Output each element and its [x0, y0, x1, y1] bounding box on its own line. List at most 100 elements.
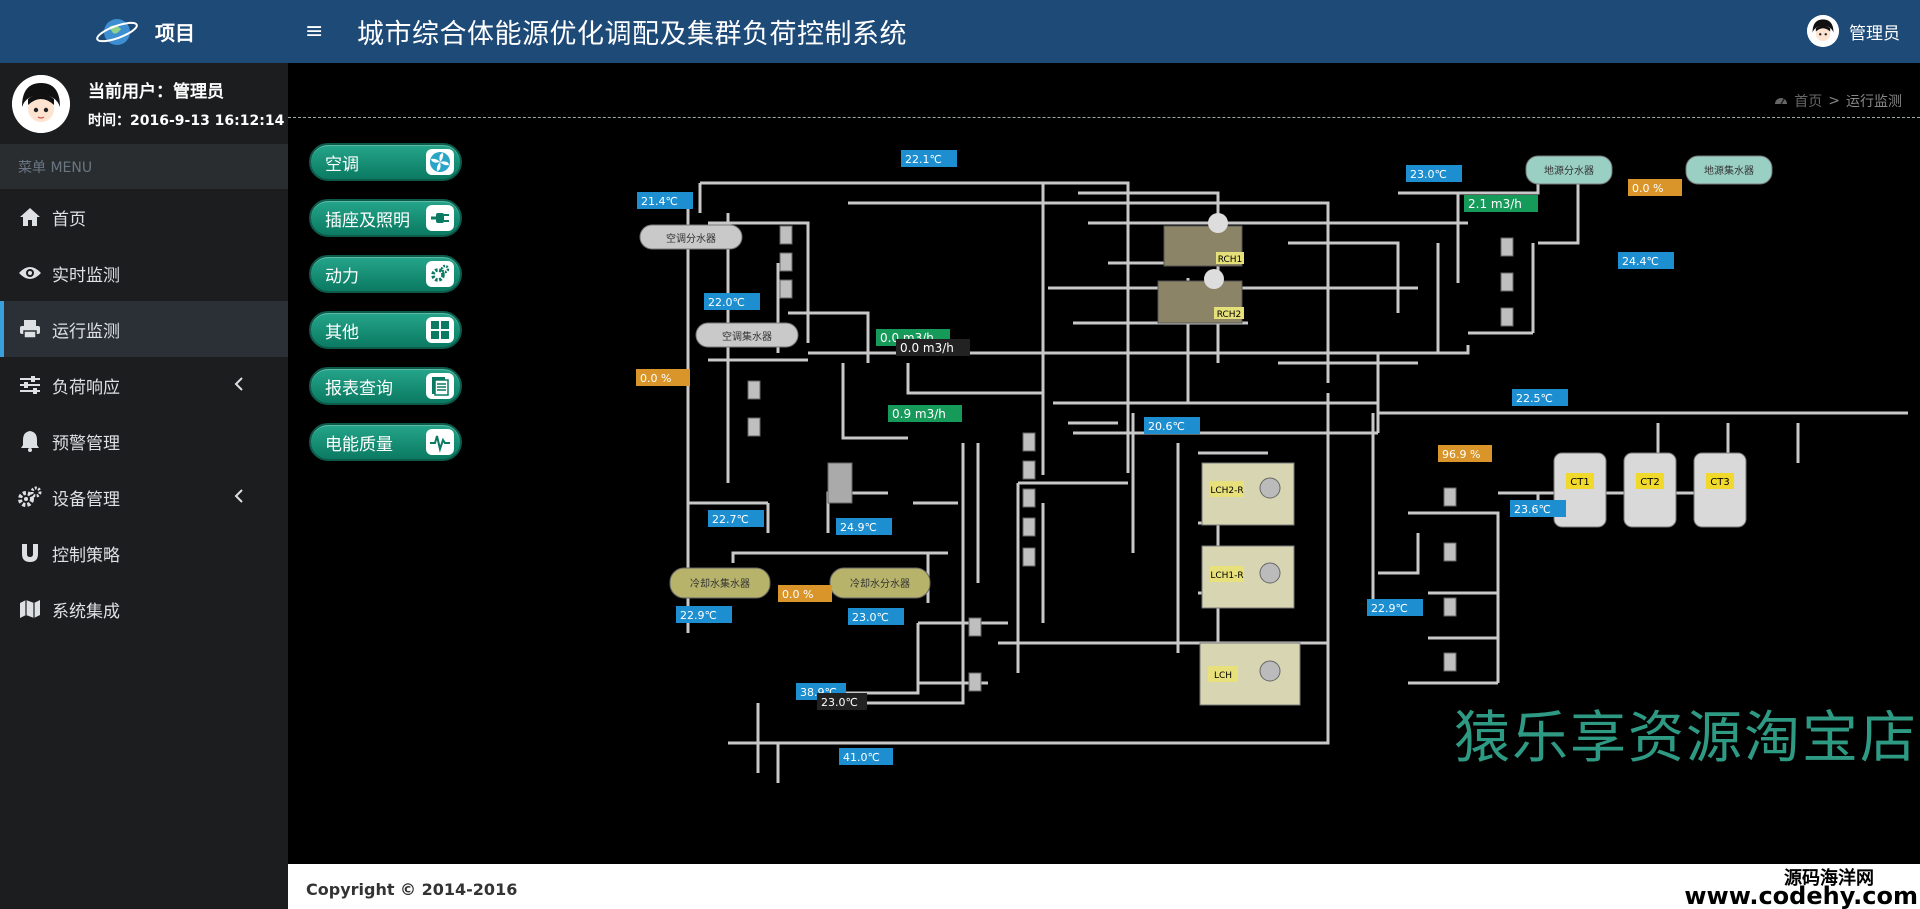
- brand-name[interactable]: 项目: [155, 21, 195, 45]
- sidebar-item-label: 预警管理: [52, 433, 120, 454]
- temp-tag: 22.7℃: [712, 513, 749, 526]
- menu-header: 菜单 MENU: [0, 144, 288, 189]
- other-button[interactable]: 其他: [309, 311, 462, 349]
- device-label: LCH: [1214, 671, 1232, 681]
- temp-tag: 24.9℃: [840, 521, 877, 534]
- temp-tag: 23.0℃: [1410, 168, 1447, 181]
- chiller-lch2-r[interactable]: LCH2-R: [1201, 462, 1295, 526]
- cooling-tower-ct2[interactable]: CT2: [1623, 452, 1677, 528]
- device-label: RCH1: [1218, 255, 1243, 265]
- button-label: 电能质量: [325, 434, 393, 455]
- percent-tags: 0.0 % 0.0 % 0.0 % 96.9 %: [636, 179, 1682, 602]
- current-time-label: 时间：2016-9-13 16:12:14: [88, 113, 285, 129]
- cooling-tower-ct3[interactable]: CT3: [1693, 452, 1747, 528]
- chiller-lch1-r[interactable]: LCH1-R: [1201, 545, 1295, 609]
- store-watermark: 猿乐享资源淘宝店: [1454, 706, 1918, 771]
- temp-tag: 22.9℃: [1371, 602, 1408, 615]
- device-label: CT2: [1640, 477, 1659, 488]
- report-query-button[interactable]: 报表查询: [309, 367, 462, 405]
- globe-logo-icon: [93, 14, 141, 50]
- copyright-text: Copyright © 2014-2016: [306, 880, 518, 899]
- map-icon: [18, 597, 42, 621]
- device-label: 空调集水器: [722, 330, 772, 343]
- diagram-devices: 空调分水器 空调集水器 冷却水集水器 冷却水分水器 地源分水器 地源集水器: [639, 155, 1773, 706]
- chevron-left-icon: [234, 488, 244, 508]
- sidebar-item-label: 运行监测: [52, 321, 120, 342]
- sidebar-item-realtime[interactable]: 实时监测: [0, 245, 288, 301]
- printer-icon: [18, 317, 42, 341]
- plug-icon: [426, 205, 454, 231]
- sidebar-item-device[interactable]: 设备管理: [0, 469, 288, 525]
- site-watermark-url: www.codehy.com: [1684, 882, 1918, 909]
- temp-tag: 22.9℃: [680, 609, 717, 622]
- sidebar-item-alarm[interactable]: 预警管理: [0, 413, 288, 469]
- main-content: 空调分水器 空调集水器 冷却水集水器 冷却水分水器 地源分水器 地源集水器: [288, 63, 1920, 864]
- user-menu[interactable]: 管理员: [1807, 15, 1900, 47]
- temp-tag: 23.0℃: [852, 611, 889, 624]
- sidebar: 项目 当前用户：管理员 时间：2016-9-13 16:12:14 菜单 MEN…: [0, 0, 288, 909]
- breadcrumb: 首页 > 运行监测: [1774, 91, 1902, 111]
- ac-collector-tank[interactable]: 空调集水器: [695, 322, 799, 348]
- ground-collector-tank[interactable]: 地源集水器: [1685, 155, 1773, 185]
- sidebar-item-label: 控制策略: [52, 545, 120, 566]
- top-bar: ≡ 城市综合体能源优化调配及集群负荷控制系统 管理员: [288, 0, 1920, 63]
- button-label: 空调: [325, 154, 359, 175]
- avatar: [1807, 15, 1839, 47]
- device-label: LCH1-R: [1210, 571, 1243, 581]
- dashed-divider: [288, 117, 1920, 118]
- menu-toggle-icon[interactable]: ≡: [305, 19, 324, 44]
- temp-tag: 23.6℃: [1514, 503, 1551, 516]
- fan-icon: [426, 149, 454, 175]
- sidebar-item-operation[interactable]: 运行监测: [0, 301, 288, 357]
- socket-lighting-button[interactable]: 插座及照明: [309, 199, 462, 237]
- dashboard-icon: [1774, 93, 1788, 109]
- sidebar-item-load-response[interactable]: 负荷响应: [0, 357, 288, 413]
- sidebar-item-label: 实时监测: [52, 265, 120, 286]
- sidebar-item-home[interactable]: 首页: [0, 189, 288, 245]
- button-label: 插座及照明: [325, 210, 410, 231]
- sidebar-item-integration[interactable]: 系统集成: [0, 581, 288, 637]
- button-label: 报表查询: [325, 378, 393, 399]
- gear-icon: [426, 261, 454, 287]
- magnet-icon: [18, 541, 42, 565]
- device-label: 地源集水器: [1704, 164, 1754, 177]
- cooling-collector-tank[interactable]: 冷却水集水器: [669, 567, 771, 599]
- breadcrumb-current: 运行监测: [1846, 94, 1902, 110]
- percent-tag: 0.0 %: [1632, 182, 1663, 195]
- footer: Copyright © 2014-2016 源码海洋网 www.codehy.c…: [288, 864, 1920, 909]
- page-title: 城市综合体能源优化调配及集群负荷控制系统: [357, 19, 907, 50]
- power-quality-button[interactable]: 电能质量: [309, 423, 462, 461]
- cooling-distributor-tank[interactable]: 冷却水分水器: [829, 567, 931, 599]
- chiller-lch[interactable]: LCH: [1199, 642, 1301, 706]
- chevron-left-icon: [234, 376, 244, 396]
- air-conditioning-button[interactable]: 空调: [309, 143, 462, 181]
- power-button[interactable]: 动力: [309, 255, 462, 293]
- avatar[interactable]: [12, 74, 70, 133]
- gears-icon: [18, 485, 42, 509]
- device-label: 地源分水器: [1544, 164, 1594, 177]
- ground-distributor-tank[interactable]: 地源分水器: [1525, 155, 1613, 185]
- chiller-rch2[interactable]: RCH2: [1157, 269, 1244, 324]
- current-user-label: 当前用户：管理员: [88, 82, 224, 102]
- temp-tag: 22.5℃: [1516, 392, 1553, 405]
- chiller-rch1[interactable]: RCH1: [1163, 213, 1244, 267]
- flow-tag: 0.9 m3/h: [892, 407, 946, 421]
- flow-tags: 2.1 m3/h 0.0 m3/h 0.0 m3/h 0.9 m3/h: [876, 195, 1538, 422]
- device-label: 空调分水器: [666, 232, 716, 245]
- grid-icon: [426, 317, 454, 343]
- sidebar-item-label: 设备管理: [52, 489, 120, 510]
- sidebar-item-label: 首页: [52, 209, 86, 230]
- cooling-tower-ct1[interactable]: CT1: [1553, 452, 1607, 528]
- breadcrumb-home-link[interactable]: 首页: [1794, 94, 1823, 110]
- temp-tag: 24.4℃: [1622, 255, 1659, 268]
- temp-tag: 23.0℃: [821, 696, 858, 709]
- device-label: LCH2-R: [1210, 486, 1243, 496]
- sidebar-item-strategy[interactable]: 控制策略: [0, 525, 288, 581]
- button-label: 其他: [325, 322, 359, 343]
- percent-tag: 0.0 %: [640, 372, 671, 385]
- temp-tag: 41.0℃: [843, 751, 880, 764]
- temp-tag: 22.1℃: [905, 153, 942, 166]
- device-label: CT1: [1570, 477, 1589, 488]
- flow-tag: 0.0 m3/h: [900, 341, 954, 355]
- ac-distributor-tank[interactable]: 空调分水器: [639, 224, 743, 250]
